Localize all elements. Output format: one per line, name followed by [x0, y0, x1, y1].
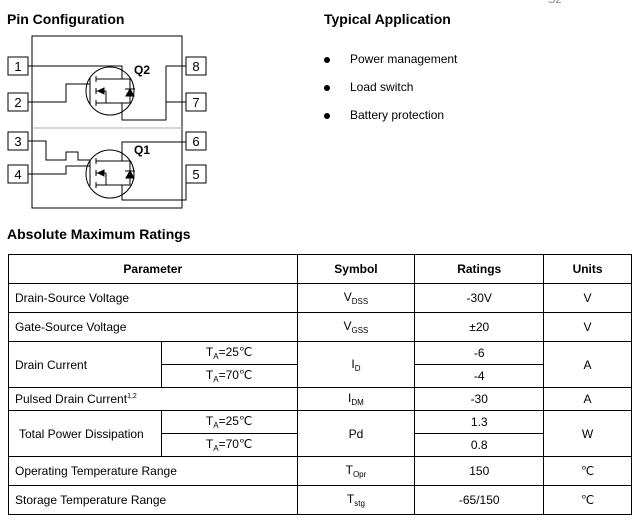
pin-2-label: 2	[14, 95, 21, 110]
bullet-icon	[324, 85, 330, 91]
table-row: Total Power Dissipation TA=25℃ Pd 1.3 W	[8, 410, 632, 457]
unit-cell: ℃	[543, 456, 632, 486]
symbol-cell: VDSS	[296, 283, 416, 313]
ratings-title: Absolute Maximum Ratings	[7, 226, 191, 242]
condition-cell: TA=70℃	[160, 433, 298, 457]
param-cell: Drain-Source Voltage	[8, 283, 298, 313]
bullet-icon	[324, 113, 330, 119]
value-cell: -30V	[414, 283, 545, 313]
symbol-cell: VGSS	[296, 312, 416, 342]
header-units: Units	[543, 254, 632, 284]
corner-fragment-text: S2	[548, 0, 562, 6]
q2-label: Q2	[134, 63, 150, 77]
header-parameter: Parameter	[8, 254, 298, 284]
table-row: Gate-Source Voltage VGSS ±20 V	[8, 312, 632, 342]
value-cell: 150	[414, 456, 545, 486]
symbol-cell: Pd	[296, 410, 416, 457]
table-row: TA=70℃ 0.8	[9, 433, 632, 457]
symbol-cell: TOpr	[296, 456, 416, 486]
pin-8-label: 8	[192, 59, 199, 74]
value-cell: -65/150	[414, 485, 545, 515]
pin-3-label: 3	[14, 134, 21, 149]
condition-cell: TA=25℃	[160, 341, 298, 365]
header-symbol: Symbol	[296, 254, 416, 284]
unit-cell: A	[543, 387, 632, 411]
table-row: Drain Current TA=25℃ ID -6 A	[8, 341, 632, 388]
ratings-table: Parameter Symbol Ratings Units Drain-Sou…	[8, 254, 632, 515]
unit-cell: V	[543, 312, 632, 342]
param-cell: Storage Temperature Range	[8, 485, 298, 515]
param-cell: Operating Temperature Range	[8, 456, 298, 486]
table-row: TA=70℃ -4	[9, 364, 632, 388]
param-cell: Drain Current	[8, 341, 162, 388]
table-row: Operating Temperature Range TOpr 150 ℃	[8, 456, 632, 486]
unit-cell: ℃	[543, 485, 632, 515]
unit-cell: A	[543, 341, 632, 388]
q2-transistor-circle	[85, 66, 135, 116]
pin-config-title: Pin Configuration	[7, 11, 125, 27]
pin-6-label: 6	[192, 134, 199, 149]
unit-cell: W	[543, 410, 632, 457]
pin-4-label: 4	[14, 167, 21, 182]
table-row: Drain-Source Voltage VDSS -30V V	[8, 283, 632, 313]
symbol-cell: IDM	[296, 387, 416, 411]
pin-configuration-diagram: 1 2 3 4 8 7 6 5	[7, 35, 207, 209]
param-cell: Gate-Source Voltage	[8, 312, 298, 342]
unit-cell: V	[543, 283, 632, 313]
symbol-cell: Tstg	[296, 485, 416, 515]
pin-7-label: 7	[192, 95, 199, 110]
bullet-icon	[324, 57, 330, 63]
pin-1-label: 1	[14, 59, 21, 74]
value-cell: -6	[414, 341, 545, 365]
application-title: Typical Application	[324, 11, 451, 27]
value-cell: -30	[414, 387, 545, 411]
q1-transistor-circle	[85, 149, 135, 199]
pin-5-label: 5	[192, 167, 199, 182]
header-ratings: Ratings	[414, 254, 545, 284]
value-cell: ±20	[414, 312, 545, 342]
param-cell: Total Power Dissipation	[8, 410, 162, 457]
q1-label: Q1	[134, 143, 150, 157]
value-cell: 0.8	[414, 433, 545, 457]
table-row: Storage Temperature Range Tstg -65/150 ℃	[8, 485, 632, 515]
condition-cell: TA=25℃	[160, 410, 298, 434]
condition-cell: TA=70℃	[160, 364, 298, 388]
value-cell: 1.3	[414, 410, 545, 434]
table-row: Pulsed Drain Current1,2 IDM -30 A	[8, 387, 632, 411]
table-header-row: Parameter Symbol Ratings Units	[8, 254, 632, 284]
symbol-cell: ID	[296, 341, 416, 388]
value-cell: -4	[414, 364, 545, 388]
param-cell: Pulsed Drain Current1,2	[8, 387, 298, 411]
